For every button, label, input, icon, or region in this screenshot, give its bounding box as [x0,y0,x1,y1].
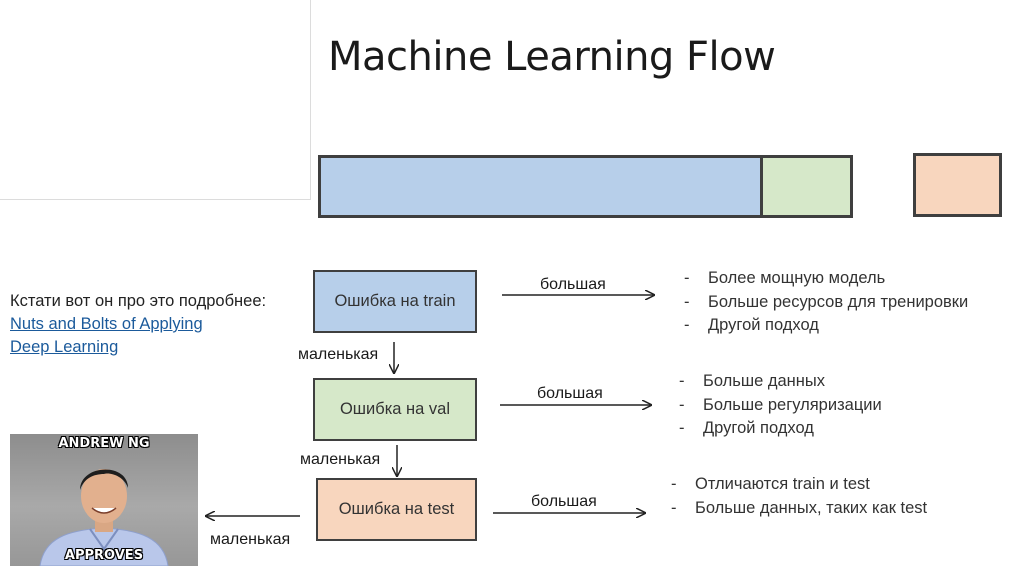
page-title: Machine Learning Flow [328,34,776,80]
reference-link-line2[interactable]: Deep Learning [10,338,119,356]
bullet-marker: - [679,395,685,414]
bullet-item: -Больше данных, таких как test [671,497,927,521]
bullet-item: -Другой подход [679,417,882,441]
label-val-small: маленькая [300,451,381,468]
val-split-bar [760,155,853,218]
side-note: Кстати вот он про это подробнее: Nuts an… [10,290,266,359]
bullet-marker: - [671,475,677,493]
bullet-item: -Больше ресурсов для тренировки [684,291,968,315]
reference-link-line1[interactable]: Nuts and Bolts of Applying [10,315,203,333]
photo-caption-bottom: APPROVES [64,548,144,563]
bullet-marker: - [684,292,690,311]
person-portrait-icon [39,469,169,566]
train-split-bar [318,155,764,218]
andrew-ng-photo: ANDREW NG APPROVES [10,434,198,566]
bullet-item: -Другой подход [684,314,968,338]
bullet-marker: - [684,316,690,334]
bullet-item: -Более мощную модель [684,267,968,291]
bullet-marker: - [679,419,685,437]
node-test-error: Ошибка на test [316,478,477,541]
label-val-big: большая [537,385,603,402]
side-note-text: Кстати вот он про это подробнее: [10,292,267,310]
bullet-marker: - [671,498,677,517]
photo-caption-top: ANDREW NG [58,436,150,451]
bullet-item: -Больше данных [679,370,882,394]
bullet-item: -Отличаются train и test [671,473,927,497]
node-val-error: Ошибка на val [313,378,477,441]
bullet-marker: - [679,372,685,390]
bullet-marker: - [684,269,690,287]
bullets-val: -Больше данных -Больше регуляризации -Др… [679,370,882,441]
corner-frame [0,0,311,200]
node-train-error: Ошибка на train [313,270,477,333]
bullets-train: -Более мощную модель -Больше ресурсов дл… [684,267,968,338]
label-test-small: маленькая [210,531,291,548]
test-split-bar [913,153,1002,217]
label-train-small: маленькая [298,346,379,363]
label-train-big: большая [540,276,606,293]
bullet-item: -Больше регуляризации [679,394,882,418]
label-test-big: большая [531,493,597,510]
bullets-test: -Отличаются train и test -Больше данных,… [671,473,927,520]
